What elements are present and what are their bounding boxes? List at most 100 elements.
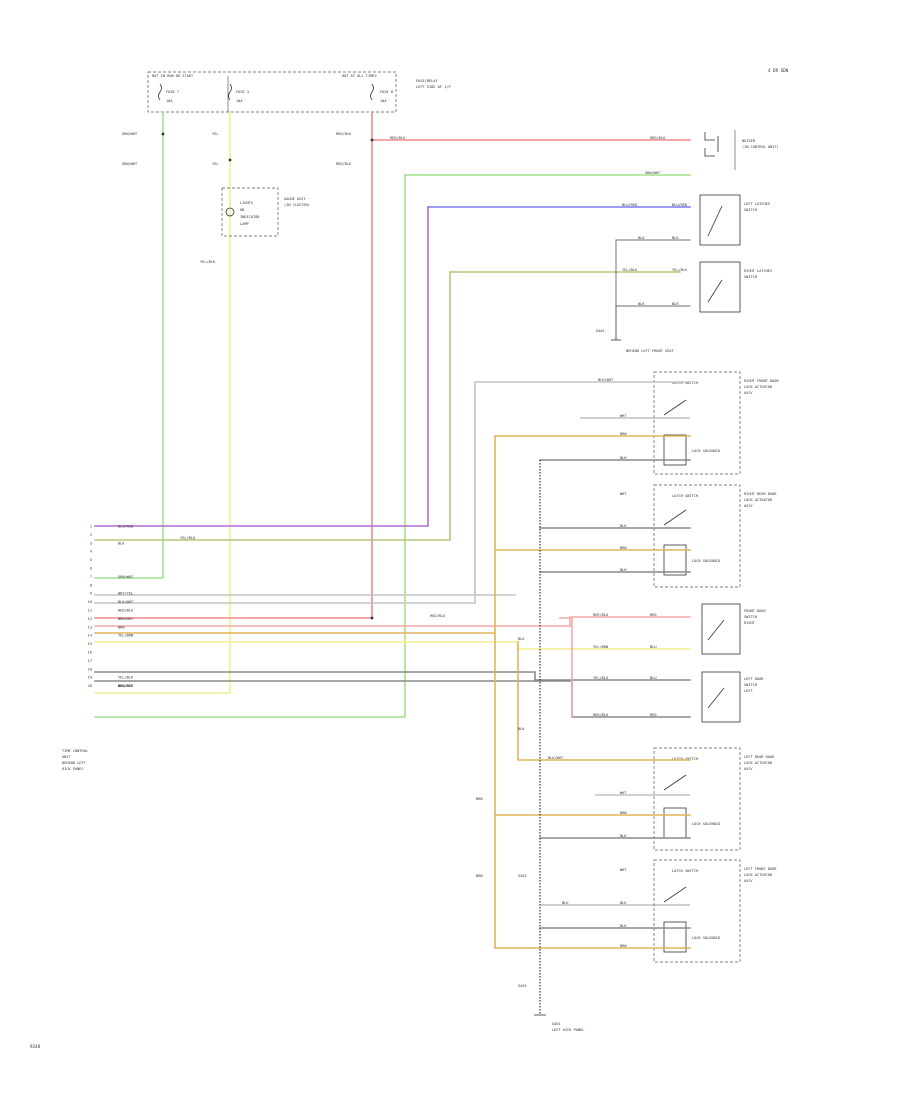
component-label: LOCK ACTUATOR (744, 873, 773, 877)
component-label: LOCK ACTUATOR (744, 761, 773, 765)
lf-door-switch: LEFT DOOR SWITCH LEFT (701, 671, 764, 723)
wire-label: GRN/WHT (645, 171, 661, 175)
component-inner: LATCH SWITCH (672, 757, 698, 761)
cu-wire-label: BLK (118, 684, 125, 688)
component-label: LEFT FRONT DOOR (744, 867, 777, 871)
cu-wire-label: BLK (118, 541, 125, 545)
wire-label: BRN (620, 546, 627, 550)
component-label: RIGHT (744, 621, 756, 625)
pin-number: 9 (90, 592, 92, 596)
component-inner: LOCK SOLENOID (692, 559, 720, 563)
pin-number: 7 (90, 575, 92, 579)
mid-label: BLK (518, 637, 525, 641)
mid-label: RED/BLU (430, 614, 445, 618)
component-label: LOCK ACTUATOR (744, 498, 773, 502)
lr-actuator-assy: LATCH SWITCH LOCK SOLENOID LEFT REAR DOO… (653, 747, 775, 851)
cu-wire-label: WHT/YEL (118, 592, 133, 596)
feed-wires (94, 111, 691, 718)
wire-label: BLK (620, 924, 627, 928)
component-label: LEFT LATCHES (744, 202, 770, 206)
pin-number: 6 (90, 567, 92, 571)
control-unit-bus (94, 381, 691, 718)
control-unit-line1: TIME CONTROL (62, 749, 88, 753)
right-latch-switch: RIGHT LATCHES SWITCH (699, 261, 772, 313)
lf-actuator-assy: LATCH SWITCH LOCK SOLENOID LEFT FRONT DO… (653, 859, 777, 963)
wire-label: BLU/RED (622, 203, 637, 207)
wire-label: BLK (620, 834, 627, 838)
bottom-ground-label: LEFT KICK PANEL (552, 1028, 584, 1032)
component-inner: LATCH SWITCH (672, 494, 698, 498)
component-label: SWITCH (744, 683, 757, 687)
component-label: LOCK ACTUATOR (744, 385, 773, 389)
wire-label: YEL/BLU (672, 268, 687, 272)
pin-number: 2 (90, 533, 92, 537)
wire-label: BLK (620, 568, 627, 572)
wire-label: WHT (620, 791, 627, 795)
component-inner: LOCK SOLENOID (692, 822, 720, 826)
indicator-line3: INDICATOR (240, 215, 260, 219)
pin-number: 17 (88, 659, 92, 663)
buzzer: BUZZER (IN CONTROL UNIT) (704, 130, 779, 170)
component-inner: LATCH SWITCH (672, 381, 698, 385)
cu-wire-label: GRN/WHT (118, 575, 134, 579)
control-unit-line3: BEHIND LEFT (62, 761, 87, 765)
wire-label: BLU/RED (672, 203, 687, 207)
wire-label: RED (650, 713, 657, 717)
cu-wire-label: BLU/RED (118, 525, 133, 529)
wire-label: BLK (620, 524, 627, 528)
wire-label: YEL/BLU (593, 676, 608, 680)
cu-wire-label: BRN (118, 625, 125, 629)
pin-number: 19 (88, 676, 92, 680)
pin-number: 13 (88, 625, 92, 629)
figure-code: 9248 (30, 1044, 41, 1049)
wire-label: BLK (638, 236, 645, 240)
fuse-c-label: FUSE 8 (380, 90, 393, 94)
component-inner: LOCK SOLENOID (692, 936, 720, 940)
pin-number: 12 (88, 617, 92, 621)
component-label: ASSY (744, 504, 753, 508)
bottom-ground-code: G401 (552, 1022, 561, 1026)
fuse-box: HOT IN RUN OR START HOT AT ALL TIMES FUS… (147, 71, 451, 113)
ground-code: G401 (596, 329, 605, 333)
wire-label: WHT (620, 492, 627, 496)
pin-number: 20 (88, 684, 92, 688)
wire-label: BLU (650, 676, 657, 680)
component-label: RIGHT LATCHES (744, 269, 772, 273)
component-label: ASSY (744, 767, 753, 771)
gauge-assy-label2: (IN CLUSTER) (284, 203, 310, 207)
pin-number: 1 (90, 525, 92, 529)
wire-label: BRN (620, 944, 627, 948)
rf-door-switch: FRONT DOOR SWITCH RIGHT (701, 603, 766, 655)
component-label: FRONT DOOR (744, 609, 766, 613)
wire-label: GRN/WHT (122, 162, 138, 166)
mid-label: G401 (518, 984, 527, 988)
fuse-c-amp: 10A (380, 99, 387, 103)
component-label: ASSY (744, 391, 753, 395)
wire-label: BLK (672, 236, 679, 240)
pin-number: 8 (90, 583, 92, 587)
component-label: RIGHT REAR DOOR (744, 492, 777, 496)
wire-label: RED/BLU (390, 136, 405, 140)
fuse-a-label: FUSE 7 (166, 90, 179, 94)
wire-label: BLU (650, 645, 657, 649)
component-label: LEFT (744, 689, 753, 693)
wire-label: YEL/BLK (200, 260, 216, 264)
pin-number: 11 (88, 609, 92, 613)
component-label: SWITCH (744, 615, 757, 619)
fuse-box-right-label: HOT AT ALL TIMES (342, 74, 377, 78)
wire-label: BLK/WHT (548, 756, 564, 760)
wire-label: BLK/WHT (598, 378, 614, 382)
mid-label: G401 (518, 874, 527, 878)
fuse-b-label: FUSE 3 (236, 90, 249, 94)
left-latch-switch: LEFT LATCHES SWITCH (699, 194, 770, 246)
wire-label: BLK (620, 901, 627, 905)
page-label: 4 DR SDN (768, 68, 789, 73)
wire-label: YEL (212, 162, 219, 166)
mid-label: YEL/BLU (180, 536, 195, 540)
pin-number: 16 (88, 651, 92, 655)
pin-number: 3 (90, 541, 92, 545)
component-inner: LOCK SOLENOID (692, 449, 720, 453)
component-label: RIGHT FRONT DOOR (744, 379, 779, 383)
